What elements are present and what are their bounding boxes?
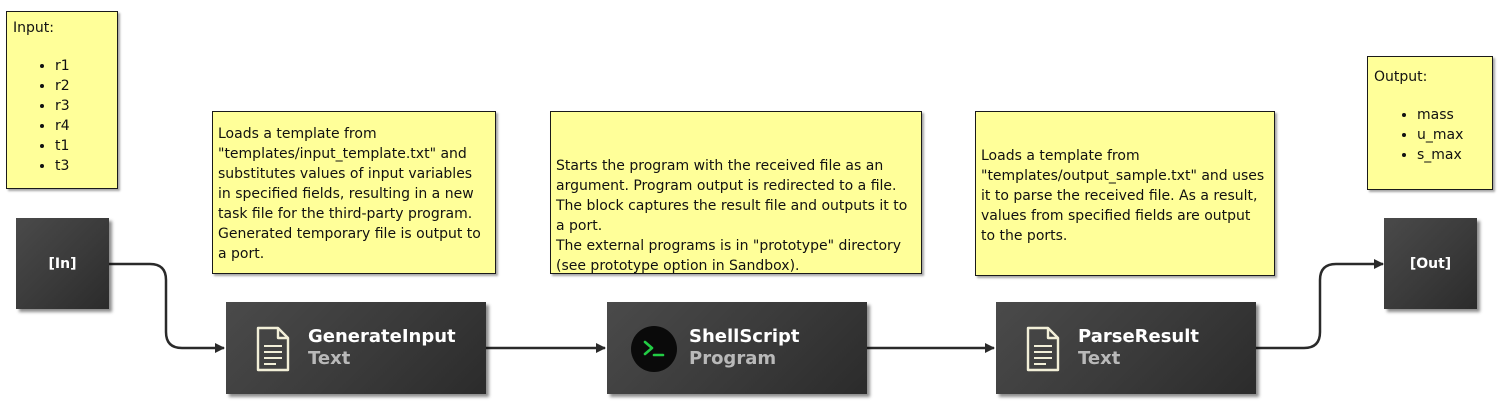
input-item: t3 <box>55 156 111 176</box>
output-item: mass <box>1417 105 1486 125</box>
shellscript-note: Starts the program with the received fil… <box>550 111 922 274</box>
generateinput-block[interactable]: GenerateInput Text <box>226 302 486 394</box>
input-note: Input: r1 r2 r3 r4 t1 t3 <box>6 11 118 189</box>
output-note: Output: mass u_max s_max <box>1367 56 1493 190</box>
block-kind: Text <box>308 348 351 369</box>
output-note-list: mass u_max s_max <box>1374 105 1486 165</box>
link-parseresult-to-out <box>1256 259 1384 350</box>
input-item: r3 <box>55 96 111 116</box>
generateinput-note: Loads a template from "templates/input_t… <box>212 111 496 274</box>
shellscript-block[interactable]: ShellScript Program <box>607 302 867 394</box>
output-item: s_max <box>1417 145 1486 165</box>
shellscript-text: ShellScript Program <box>689 326 800 370</box>
block-kind: Text <box>1078 348 1121 369</box>
shellscript-note-text: Starts the program with the received fil… <box>556 158 908 274</box>
input-item: r4 <box>55 116 111 136</box>
generateinput-text: GenerateInput Text <box>308 326 456 370</box>
input-item: r2 <box>55 76 111 96</box>
input-port-label: [In] <box>48 255 77 272</box>
block-name: ParseResult <box>1078 326 1200 347</box>
output-item: u_max <box>1417 125 1486 145</box>
terminal-icon <box>631 326 677 372</box>
input-note-list: r1 r2 r3 r4 t1 t3 <box>13 56 111 176</box>
generateinput-note-text: Loads a template from "templates/input_t… <box>218 126 481 262</box>
document-icon <box>256 326 290 372</box>
input-item: r1 <box>55 56 111 76</box>
block-kind: Program <box>689 348 777 369</box>
document-icon <box>1026 326 1060 372</box>
output-port-label: [Out] <box>1409 255 1452 272</box>
link-in-to-generateinput <box>109 262 225 353</box>
block-name: ShellScript <box>689 326 800 347</box>
parseresult-block[interactable]: ParseResult Text <box>996 302 1256 394</box>
parseresult-text: ParseResult Text <box>1078 326 1199 370</box>
parseresult-note-text: Loads a template from "templates/output_… <box>981 148 1265 244</box>
output-port-block[interactable]: [Out] <box>1384 218 1477 309</box>
parseresult-note: Loads a template from "templates/output_… <box>975 111 1275 276</box>
input-item: t1 <box>55 136 111 156</box>
input-note-title: Input: <box>13 20 54 36</box>
input-port-block[interactable]: [In] <box>16 218 109 309</box>
block-name: GenerateInput <box>308 326 456 347</box>
output-note-title: Output: <box>1374 69 1428 85</box>
